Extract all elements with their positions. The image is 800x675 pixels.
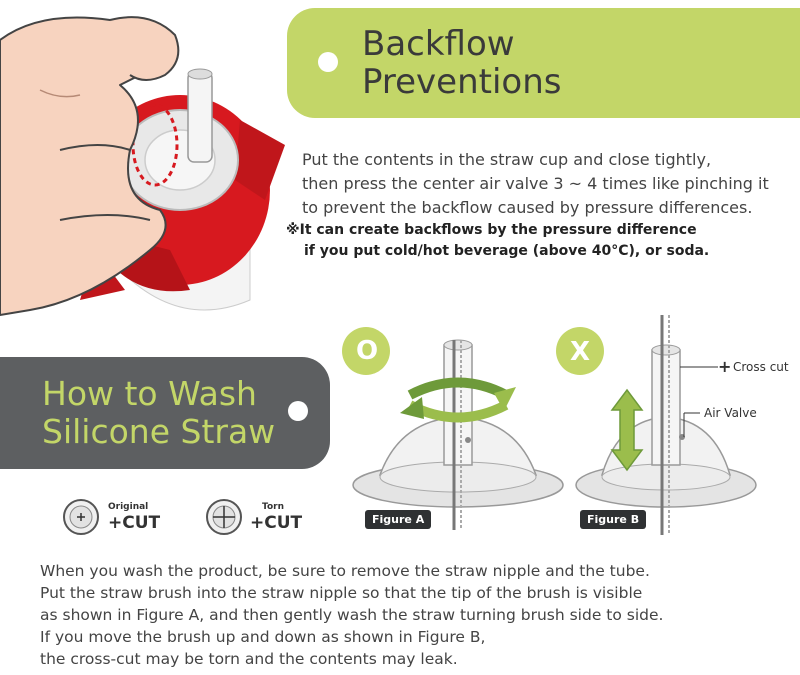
wash-description-line: If you move the brush up and down as sho… [40,628,486,646]
torn-cut-label: +CUT [250,513,303,533]
warning-note-line: if you put cold/hot beverage (above 40°C… [304,243,710,259]
cross-cut-callout: Cross cut [733,360,789,374]
backflow-description-line: Put the contents in the straw cup and cl… [302,150,712,169]
figure-a-badge-text: O [356,336,379,366]
backflow-description-line: to prevent the backflow caused by pressu… [302,198,753,217]
wash-title-line2: Silicone Straw [42,412,276,451]
cross-cut-plus-icon: + [718,357,732,376]
original-cut-caption: Original [108,502,149,512]
figure-b-illustration [556,315,757,535]
hand-pressing-valve-illustration [0,16,285,316]
backflow-title-tag [287,8,800,118]
original-cut-label: +CUT [108,513,161,533]
backflow-description: Put the contents in the straw cup and cl… [302,148,782,220]
figure-a-label: Figure A [365,510,432,529]
torn-cut-icon [206,499,242,535]
tag-hole [288,401,308,421]
figure-a-badge [342,327,390,375]
torn-cut-legend [205,498,243,540]
wash-description: When you wash the product, be sure to re… [40,560,780,670]
air-valve-callout: Air Valve [704,406,757,420]
wash-title-line1: How to Wash [42,374,257,413]
wash-description-line: the cross-cut may be torn and the conten… [40,650,458,668]
tag-hole [318,52,338,72]
figure-b-label: Figure B [580,510,647,529]
warning-note-line: ※It can create backflows by the pressure… [286,222,697,238]
original-cut-legend [62,498,100,540]
backflow-warning-note: ※It can create backflows by the pressure… [286,220,796,262]
wash-description-line: Put the straw brush into the straw nippl… [40,584,643,602]
figure-a-illustration [342,327,564,530]
backflow-description-line: then press the center air valve 3 ~ 4 ti… [302,174,769,193]
wash-title-tag [0,357,330,469]
figure-b-badge [556,327,604,375]
backflow-title-line2: Preventions [362,62,562,102]
figure-b-badge-text: X [569,337,591,367]
original-cut-icon [63,499,99,535]
backflow-title-line1: Backflow [362,24,515,64]
wash-description-line: as shown in Figure A, and then gently wa… [40,606,664,624]
wash-description-line: When you wash the product, be sure to re… [40,562,650,580]
torn-cut-caption: Torn [262,502,284,512]
